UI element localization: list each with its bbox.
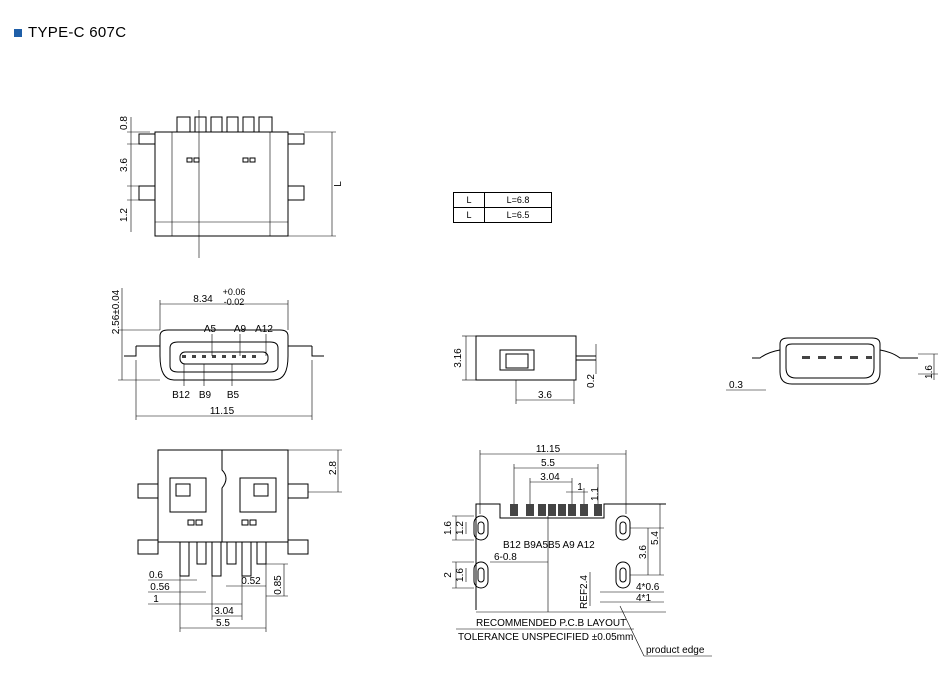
- pin-a5: A5: [204, 324, 217, 335]
- dim-5-5: 5.5: [216, 618, 230, 629]
- pcb-ref: REF2.4: [579, 575, 590, 609]
- dim-3-6: 3.6: [119, 158, 130, 172]
- pin-b9: B9: [199, 390, 212, 401]
- pcb-layout: 11.15 5.5 3.04 1 1.1 B12 B9A5B5 A9 A12 1…: [443, 444, 712, 657]
- pin-b12: B12: [172, 390, 190, 401]
- dim-3-16: 3.16: [453, 348, 464, 368]
- pcb-1-6: 1.6: [443, 521, 454, 535]
- side-view: 3.16 0.2 3.6: [453, 335, 597, 404]
- pcb-11-15: 11.15: [536, 444, 561, 455]
- dim-height: 2.56±0.04: [111, 289, 122, 334]
- dim-0-56: 0.56: [150, 582, 170, 593]
- table-cell-key: L: [453, 207, 485, 223]
- table-cell-value: L=6.5: [484, 207, 552, 223]
- top-view: 0.8 3.6 1.2 L: [119, 110, 344, 258]
- dim-0-8: 0.8: [119, 116, 130, 130]
- bottom-view: 2.8 0.6 0.56 1 0.52 0.85 3.04 5.5: [137, 449, 342, 632]
- pcb-1-2: 1.2: [455, 521, 466, 535]
- pin-b5: B5: [227, 390, 240, 401]
- pcb-1: 1: [577, 482, 583, 493]
- pcb-1-6b: 1.6: [455, 568, 466, 582]
- length-table: L L=6.8 L L=6.5: [453, 192, 552, 223]
- dim-L: L: [333, 181, 344, 187]
- page-title: TYPE-C 607C: [14, 24, 126, 41]
- pcb-caption-2: TOLERANCE UNSPECIFIED ±0.05mm: [458, 632, 633, 643]
- dim-2-8: 2.8: [328, 461, 339, 475]
- right-view: 0.3 1.6: [726, 337, 938, 391]
- tol-plus: +0.06: [223, 287, 246, 297]
- dim-8-34: 8.34: [193, 294, 213, 305]
- pcb-3-04: 3.04: [540, 472, 560, 483]
- tol-minus: -0.02: [224, 297, 245, 307]
- dim-3-04: 3.04: [214, 606, 234, 617]
- dim-1-6: 1.6: [924, 365, 935, 379]
- pcb-pin-labels: B12 B9A5B5 A9 A12: [503, 540, 595, 551]
- dim-0-2: 0.2: [586, 374, 597, 388]
- dim-1-2: 1.2: [119, 208, 130, 222]
- table-row: L L=6.5: [453, 207, 552, 223]
- title-text: TYPE-C 607C: [28, 24, 127, 41]
- pcb-1-1: 1.1: [590, 487, 601, 501]
- dim-1: 1: [153, 594, 159, 605]
- dim-0-52: 0.52: [241, 576, 261, 587]
- pcb-slot1: 4*0.6: [636, 582, 660, 593]
- pcb-5-5: 5.5: [541, 458, 555, 469]
- pcb-3-6: 3.6: [638, 545, 649, 559]
- pcb-5-4: 5.4: [650, 531, 661, 545]
- pcb-2: 2: [443, 572, 454, 578]
- pin-a12: A12: [255, 324, 273, 335]
- pcb-slot2: 4*1: [636, 593, 651, 604]
- dim-11-15: 11.15: [210, 406, 235, 417]
- dim-3-6-side: 3.6: [538, 390, 552, 401]
- dim-0-85: 0.85: [273, 575, 284, 595]
- dim-0-6: 0.6: [149, 570, 163, 581]
- pcb-pitch: 6-0.8: [494, 552, 517, 563]
- product-edge-label: product edge: [646, 645, 705, 656]
- pin-a9: A9: [234, 324, 247, 335]
- pcb-caption-1: RECOMMENDED P.C.B LAYOUT: [476, 618, 626, 629]
- front-view: A5 A9 A12 B12 B9 B5 8.34 +0.06 -0.02 2.5…: [111, 287, 324, 420]
- dim-0-3: 0.3: [729, 380, 743, 391]
- square-bullet-icon: [14, 28, 22, 37]
